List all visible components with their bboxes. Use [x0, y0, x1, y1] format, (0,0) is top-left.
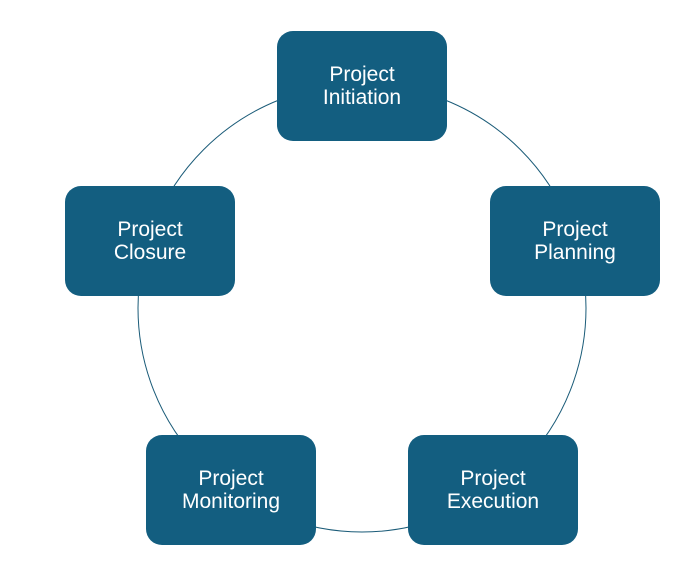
node-project-initiation: Project Initiation: [277, 31, 447, 141]
node-label-line1: Project: [117, 218, 183, 241]
node-label-line1: Project: [329, 63, 395, 86]
node-label-line1: Project: [460, 467, 526, 490]
node-project-planning: Project Planning: [490, 186, 660, 296]
node-project-execution: Project Execution: [408, 435, 578, 545]
node-label-line2: Closure: [113, 241, 187, 264]
node-label-line1: Project: [542, 218, 608, 241]
node-label-line2: Monitoring: [181, 490, 281, 513]
node-label-line1: Project: [198, 467, 264, 490]
node-label-line2: Planning: [534, 241, 616, 264]
node-project-monitoring: Project Monitoring: [146, 435, 316, 545]
node-label-line2: Initiation: [322, 86, 402, 109]
node-label-line2: Execution: [446, 490, 540, 513]
node-project-closure: Project Closure: [65, 186, 235, 296]
